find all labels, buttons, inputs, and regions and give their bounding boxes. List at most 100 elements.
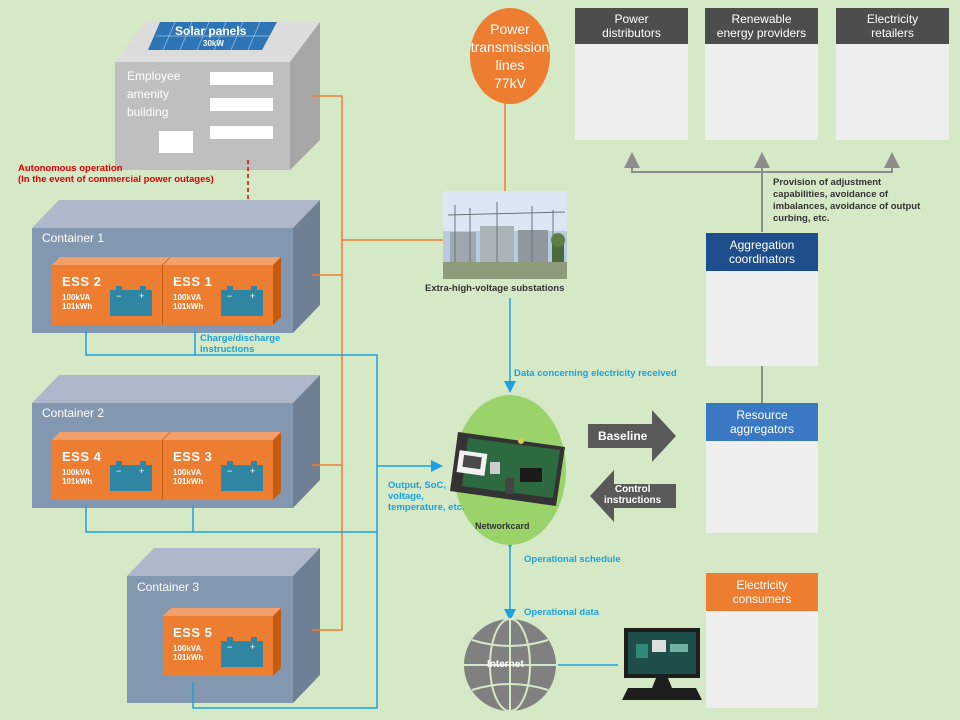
svg-text:+: + — [139, 466, 144, 476]
svg-text:−: − — [227, 642, 232, 652]
ess-5-name: ESS 5 — [173, 625, 213, 640]
charge-line1: Charge/discharge — [200, 333, 281, 344]
building-label-line1: Employee — [127, 69, 181, 83]
ess-4-kva: 100kVA — [62, 468, 91, 477]
substation-photo — [443, 191, 567, 279]
building-label-line2: amenity — [127, 87, 170, 101]
output-line2: voltage, — [388, 491, 424, 502]
output-label: Output, SoC, voltage, temperature, etc. — [388, 480, 465, 513]
ess-3-unit: −+ — [163, 432, 281, 500]
building-label: Employee amenity building — [127, 67, 180, 121]
transmission-line4: 77kV — [494, 75, 526, 91]
ess-units: −+−+−+−+−+ — [52, 257, 281, 676]
building-label-line3: building — [127, 105, 169, 119]
container-1-label: Container 1 — [42, 231, 105, 245]
charge-instructions-label: Charge/discharge instructions — [200, 333, 280, 355]
output-line1: Output, SoC, — [388, 480, 447, 491]
ess-4-unit: −+ — [52, 432, 170, 500]
ess-1-kva: 100kVA — [173, 293, 202, 302]
output-line3: temperature, etc. — [388, 502, 465, 513]
ess-2-kva: 100kVA — [62, 293, 91, 302]
svg-text:+: + — [250, 466, 255, 476]
ess-3-name: ESS 3 — [173, 449, 213, 464]
ess-5-unit: −+ — [163, 608, 281, 676]
operational-schedule-label: Operational schedule — [524, 554, 621, 565]
control-line2: instructions — [604, 495, 662, 506]
network-card-label: Networkcard — [475, 521, 530, 531]
control-arrow — [590, 470, 676, 522]
ess-5-labels: ESS 5 100kVA 101kWh — [173, 625, 212, 662]
adjustment-line3: imbalances, avoidance of output — [773, 201, 921, 212]
ess-5-kwh: 101kWh — [173, 653, 204, 662]
ess-3-kwh: 101kWh — [173, 477, 204, 486]
ess-1-name: ESS 1 — [173, 274, 213, 289]
svg-text:+: + — [139, 291, 144, 301]
transmission-line3: lines — [495, 57, 525, 73]
autonomous-line2: (In the event of commercial power outage… — [18, 174, 214, 185]
container-2-label: Container 2 — [42, 406, 105, 420]
transmission-line2: transmission — [470, 39, 550, 55]
adjustment-line2: capabilities, avoidance of — [773, 189, 889, 200]
control-line1: Control — [614, 484, 651, 495]
solar-capacity-label: 30kW — [203, 39, 224, 48]
svg-text:−: − — [227, 466, 232, 476]
data-received-label: Data concerning electricity received — [514, 368, 677, 379]
charge-line2: instructions — [200, 344, 255, 355]
electricity-retailers-line2: retailers — [871, 26, 914, 40]
ess-1-labels: ESS 1 100kVA 101kWh — [173, 274, 212, 311]
autonomous-line1: Autonomous operation — [18, 163, 123, 174]
autonomous-operation-label: Autonomous operation (In the event of co… — [18, 163, 214, 185]
monitor-icon — [622, 628, 702, 700]
network-card-graphic — [450, 395, 566, 545]
adjustment-line1: Provision of adjustment — [773, 177, 882, 188]
baseline-arrow — [588, 410, 676, 462]
svg-text:−: − — [227, 291, 232, 301]
substation-label: Extra-high-voltage substations — [425, 283, 565, 294]
aggregation-coordinators-line2: coordinators — [728, 252, 796, 266]
employee-building — [115, 21, 320, 170]
electricity-consumers-line1: Electricity — [736, 578, 788, 592]
ess-3-labels: ESS 3 100kVA 101kWh — [173, 449, 212, 486]
electricity-retailers-line1: Electricity — [866, 12, 919, 26]
baseline-label: Baseline — [598, 429, 648, 443]
renewable-providers-line1: Renewable — [731, 12, 792, 26]
internet-globe — [464, 618, 556, 712]
ess-1-kwh: 101kWh — [173, 302, 204, 311]
ess-4-labels: ESS 4 100kVA 101kWh — [62, 449, 101, 486]
adjustment-text: Provision of adjustment capabilities, av… — [773, 177, 920, 225]
operational-data-label: Operational data — [524, 607, 599, 618]
transmission-lines-circle: Power transmission lines 77kV — [470, 8, 550, 104]
power-distributors-line1: Power — [614, 12, 649, 26]
container-3-label: Container 3 — [137, 580, 200, 594]
svg-text:+: + — [250, 291, 255, 301]
data-lines — [85, 298, 618, 709]
ess-5-kva: 100kVA — [173, 644, 202, 653]
renewable-providers-line2: energy providers — [716, 26, 807, 40]
electricity-consumers-line2: consumers — [732, 592, 792, 606]
adjustment-line4: curbing, etc. — [773, 213, 830, 224]
resource-aggregators-line2: aggregators — [729, 422, 795, 436]
ess-4-unit-battery-icon — [110, 465, 152, 491]
svg-text:+: + — [250, 642, 255, 652]
ess-4-kwh: 101kWh — [62, 477, 93, 486]
resource-aggregators-line1: Resource — [736, 408, 788, 422]
internet-label: Internet — [487, 659, 524, 670]
solar-panels-label: Solar panels — [175, 24, 247, 38]
ess-3-kva: 100kVA — [173, 468, 202, 477]
ess-5-unit-battery-icon — [221, 641, 263, 667]
ess-4-name: ESS 4 — [62, 449, 102, 464]
ess-1-unit-battery-icon — [221, 290, 263, 316]
transmission-line1: Power — [490, 21, 530, 37]
ess-2-labels: ESS 2 100kVA 101kWh — [62, 274, 101, 311]
svg-text:−: − — [116, 466, 121, 476]
aggregation-coordinators-line1: Aggregation — [729, 238, 795, 252]
control-instructions-label: Control instructions — [604, 484, 661, 506]
